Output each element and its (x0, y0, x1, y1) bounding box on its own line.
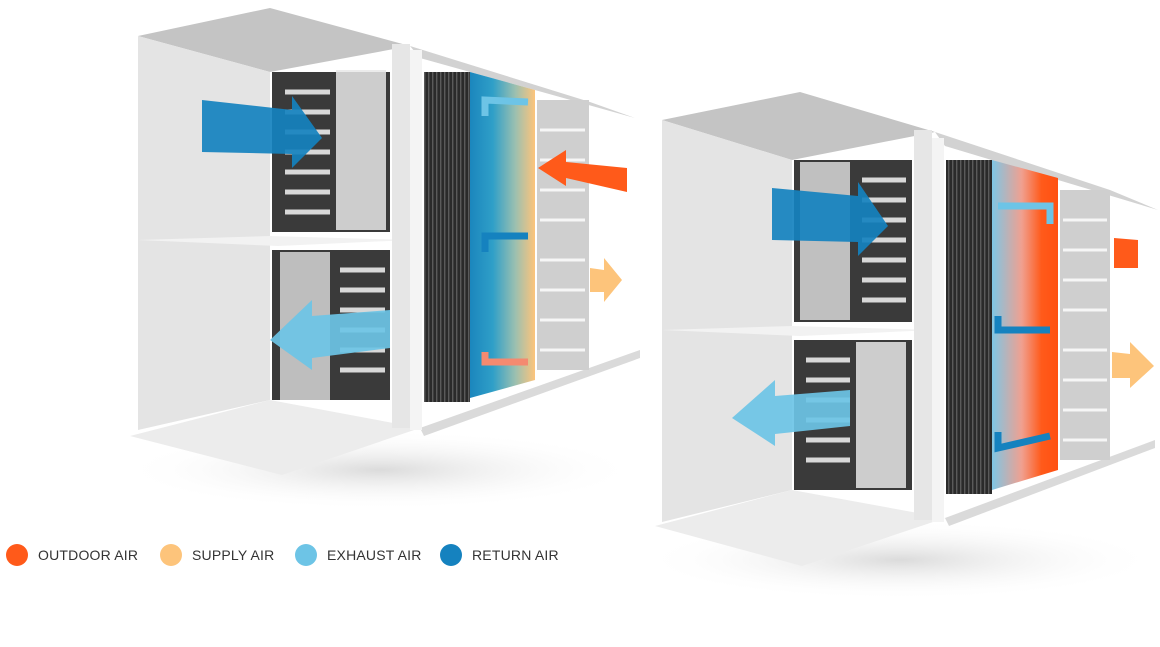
left-side-grille (537, 100, 589, 370)
right-bend-arrow-mid (994, 316, 1050, 334)
left-exhaust-air-arrow (270, 300, 390, 370)
legend-item-supply-air: SUPPLY AIR (160, 540, 274, 570)
legend-label: SUPPLY AIR (192, 547, 275, 563)
right-frame-post (914, 130, 932, 520)
right-lower-filter (856, 342, 906, 488)
light-blue-dot-icon (295, 544, 317, 566)
legend-item-outdoor-air: OUTDOOR AIR (6, 540, 138, 570)
left-heat-exchanger-fins (424, 72, 470, 402)
left-supply-air-arrow (590, 258, 622, 302)
left-bend-arrow-top (481, 96, 529, 116)
right-unit-shelf (662, 326, 935, 336)
left-unit-roof (138, 8, 410, 72)
left-frame-post (392, 44, 410, 428)
right-bend-arrow-bot (994, 432, 1051, 453)
left-bend-arrow-bot (481, 352, 528, 366)
right-unit-roof (662, 92, 935, 160)
right-outdoor-air-arrow (1114, 238, 1138, 268)
left-unit-floor-right (420, 350, 640, 436)
right-frame-post-2 (932, 138, 944, 522)
legend-item-return-air: RETURN AIR (440, 540, 559, 570)
left-bend-arrow-mid (481, 232, 528, 252)
right-supply-air-arrow (1112, 342, 1154, 388)
legend-label: RETURN AIR (472, 547, 559, 563)
right-unit (640, 92, 1160, 600)
left-unit (120, 8, 640, 510)
orange-dot-icon (6, 544, 28, 566)
left-outdoor-air-arrow (538, 150, 627, 192)
legend-label: EXHAUST AIR (327, 547, 422, 563)
left-frame-post-2 (410, 50, 422, 430)
right-unit-floor-right (945, 440, 1155, 526)
right-unit-floor (655, 490, 945, 566)
right-side-grille (1060, 190, 1110, 460)
right-unit-side-wall (662, 120, 792, 522)
left-return-air-arrow (202, 96, 322, 168)
legend-item-exhaust-air: EXHAUST AIR (295, 540, 422, 570)
right-side-grille-bars (1063, 218, 1107, 442)
legend-label: OUTDOOR AIR (38, 547, 139, 563)
light-orange-dot-icon (160, 544, 182, 566)
left-unit-floor (130, 400, 420, 475)
right-heat-exchanger-fins (946, 160, 992, 494)
right-return-air-arrow (772, 182, 888, 256)
blue-dot-icon (440, 544, 462, 566)
left-unit-side-wall (138, 36, 270, 430)
right-exhaust-air-arrow (732, 380, 850, 446)
right-heat-exchanger-plate (992, 160, 1058, 490)
right-bend-arrow-top (998, 202, 1054, 224)
left-upper-filter (336, 70, 386, 230)
left-unit-shelf (138, 236, 410, 246)
